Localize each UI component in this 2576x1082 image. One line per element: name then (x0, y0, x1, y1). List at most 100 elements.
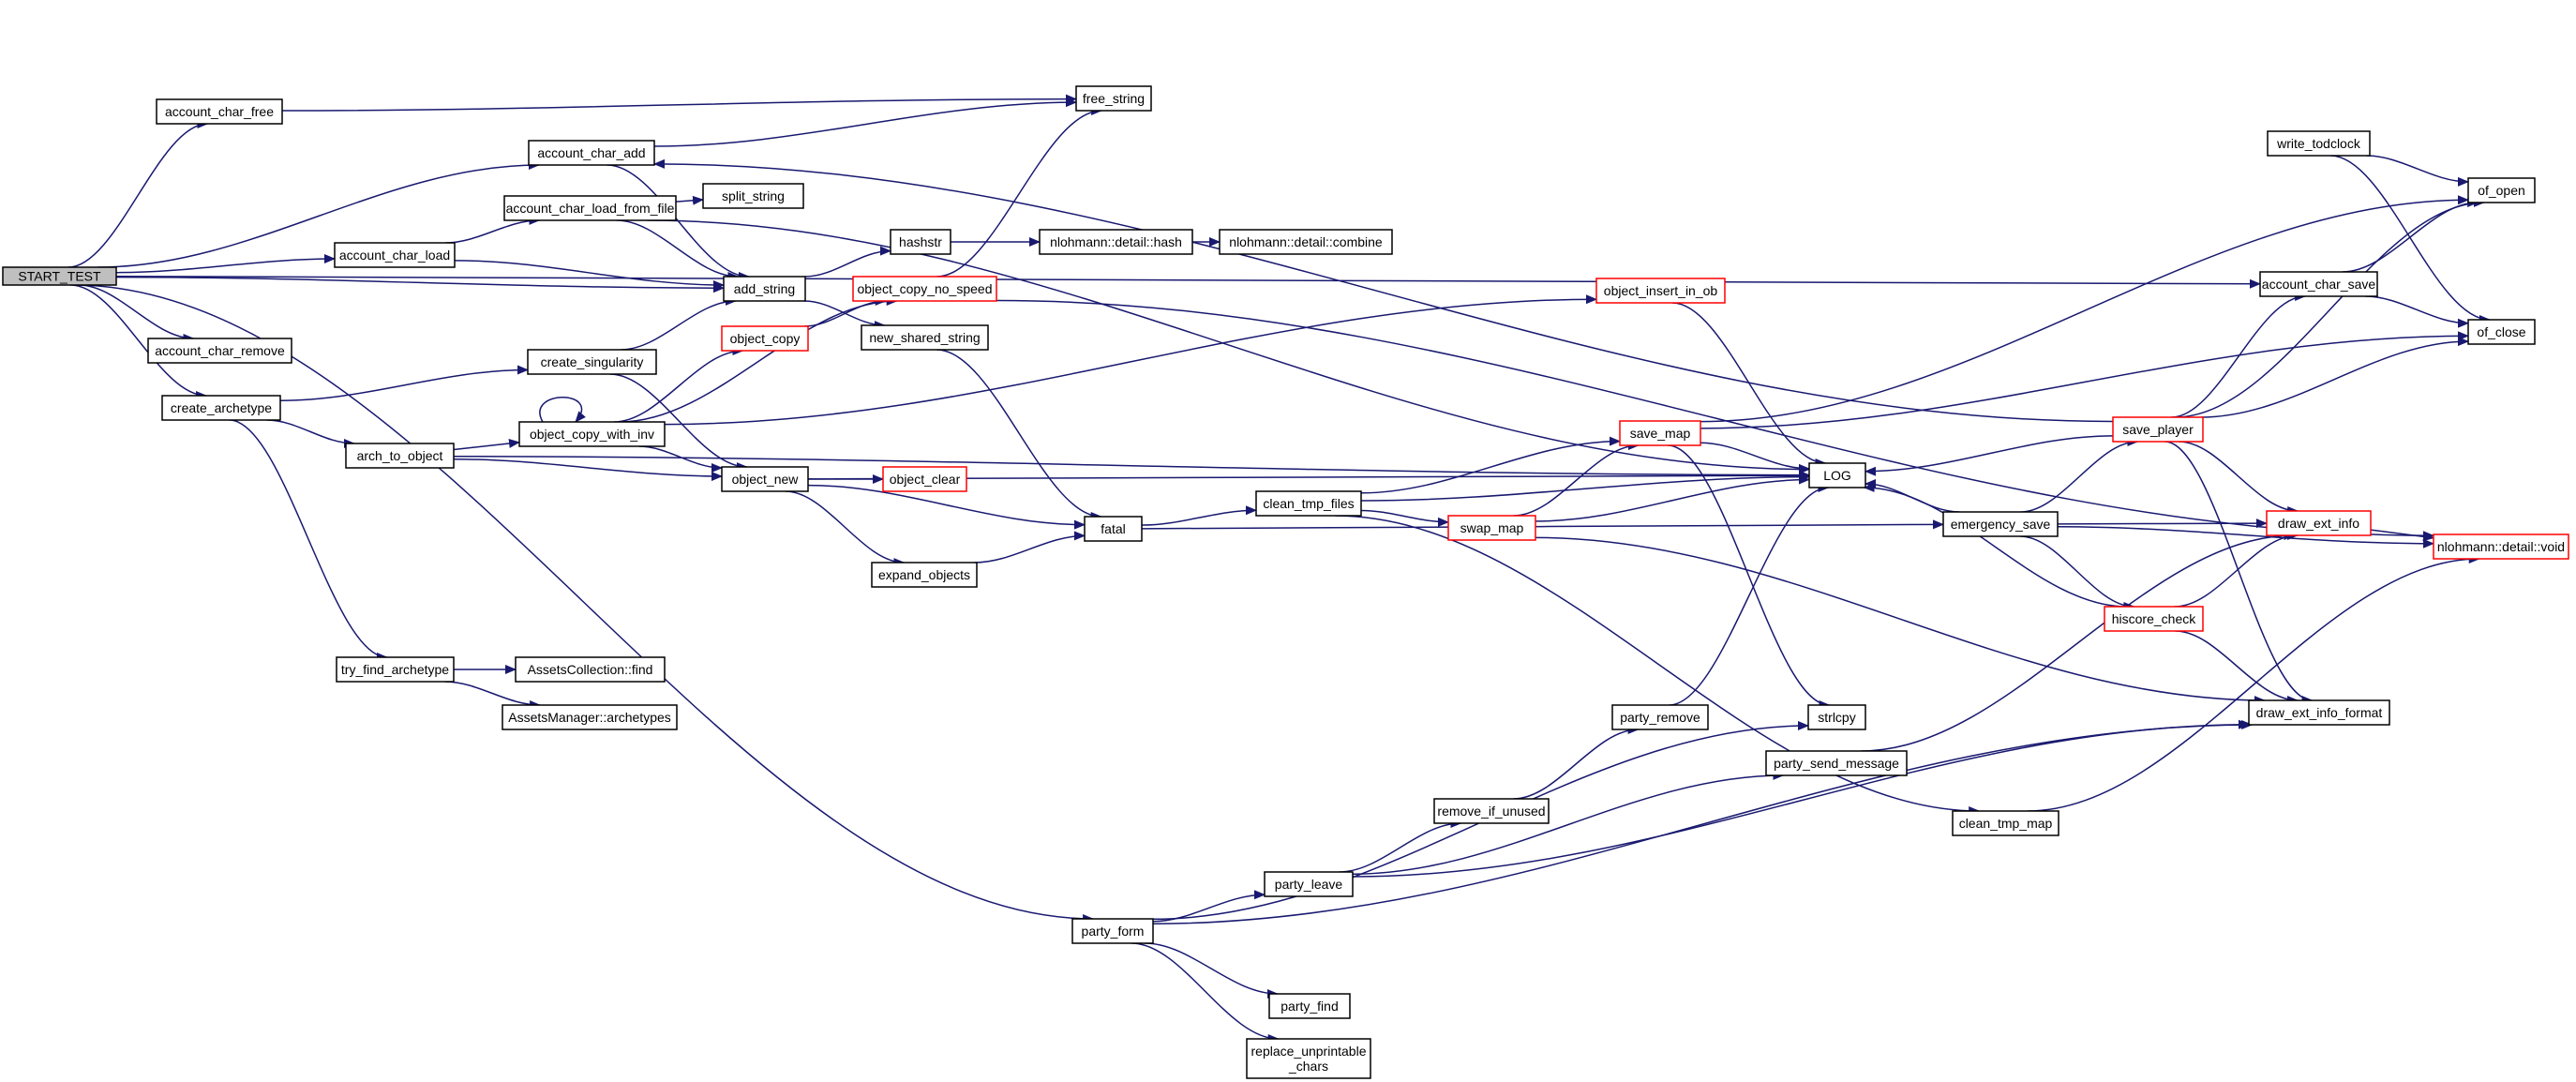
node-box[interactable] (336, 656, 455, 683)
node-box[interactable] (721, 466, 809, 492)
node-box[interactable] (1075, 85, 1152, 112)
node-box[interactable] (1942, 511, 2059, 537)
node-replace_unprintable_chars[interactable]: replace_unprintable_chars (1246, 1038, 1371, 1079)
node-free_string[interactable]: free_string (1075, 85, 1152, 112)
node-box[interactable] (1264, 871, 1354, 897)
node-box[interactable] (1039, 229, 1193, 255)
node-box[interactable] (861, 324, 989, 351)
node-new_shared_string[interactable]: new_shared_string (861, 324, 989, 351)
node-account_char_load_from_file[interactable]: account_char_load_from_file (503, 195, 677, 221)
node-box[interactable] (2112, 416, 2204, 443)
node-box[interactable] (723, 276, 806, 302)
node-box[interactable] (890, 229, 951, 255)
node-box[interactable] (1433, 798, 1550, 824)
node-box[interactable] (1595, 278, 1726, 304)
node-box[interactable] (528, 140, 655, 166)
node-account_char_remove[interactable]: account_char_remove (147, 338, 292, 364)
node-box[interactable] (2248, 699, 2390, 726)
node-LOG[interactable]: LOG (1808, 462, 1866, 488)
node-of_open[interactable]: of_open (2467, 177, 2536, 203)
node-arch_to_object[interactable]: arch_to_object (345, 443, 455, 469)
node-box[interactable] (527, 349, 657, 375)
node-clean_tmp_map[interactable]: clean_tmp_map (1952, 810, 2059, 836)
node-remove_if_unused[interactable]: remove_if_unused (1433, 798, 1550, 824)
node-box[interactable] (2259, 271, 2378, 297)
node-box[interactable] (852, 276, 997, 302)
node-box[interactable] (334, 242, 456, 268)
node-box[interactable] (2266, 510, 2372, 536)
node-expand_objects[interactable]: expand_objects (871, 562, 978, 588)
node-box[interactable] (2104, 606, 2204, 632)
node-emergency_save[interactable]: emergency_save (1942, 511, 2059, 537)
node-of_close[interactable]: of_close (2467, 319, 2536, 345)
node-box[interactable] (1808, 462, 1866, 488)
node-add_string[interactable]: add_string (723, 276, 806, 302)
node-box[interactable] (1268, 993, 1351, 1019)
node-party_find[interactable]: party_find (1268, 993, 1351, 1019)
node-box[interactable] (1071, 918, 1154, 944)
node-try_find_archetype[interactable]: try_find_archetype (336, 656, 455, 683)
node-save_map[interactable]: save_map (1619, 420, 1701, 446)
node-save_player[interactable]: save_player (2112, 416, 2204, 443)
node-box[interactable] (156, 98, 283, 125)
node-box[interactable] (345, 443, 455, 469)
node-hashstr[interactable]: hashstr (890, 229, 951, 255)
node-box[interactable] (147, 338, 292, 364)
node-box[interactable] (1611, 704, 1709, 730)
node-nlohmann_hash[interactable]: nlohmann::detail::hash (1039, 229, 1193, 255)
node-create_singularity[interactable]: create_singularity (527, 349, 657, 375)
node-box[interactable] (2433, 533, 2569, 560)
node-party_leave[interactable]: party_leave (1264, 871, 1354, 897)
node-object_insert_in_ob[interactable]: object_insert_in_ob (1595, 278, 1726, 304)
node-box[interactable] (2267, 130, 2371, 157)
node-clean_tmp_files[interactable]: clean_tmp_files (1255, 490, 1362, 517)
node-object_clear[interactable]: object_clear (882, 466, 967, 492)
node-box[interactable] (871, 562, 978, 588)
node-box[interactable] (882, 466, 967, 492)
node-party_send_message[interactable]: party_send_message (1765, 750, 1908, 776)
node-box[interactable] (2467, 319, 2536, 345)
node-box[interactable] (1246, 1038, 1371, 1079)
node-object_new[interactable]: object_new (721, 466, 809, 492)
node-object_copy_no_speed[interactable]: object_copy_no_speed (852, 276, 997, 302)
node-party_remove[interactable]: party_remove (1611, 704, 1709, 730)
node-box[interactable] (502, 704, 678, 730)
node-box[interactable] (1952, 810, 2059, 836)
node-strlcpy[interactable]: strlcpy (1807, 704, 1866, 730)
node-box[interactable] (515, 656, 666, 683)
node-box[interactable] (1219, 229, 1393, 255)
node-box[interactable] (1447, 515, 1536, 541)
node-nlohmann_combine[interactable]: nlohmann::detail::combine (1219, 229, 1393, 255)
node-account_char_load[interactable]: account_char_load (334, 242, 456, 268)
node-box[interactable] (2, 266, 117, 286)
node-box[interactable] (503, 195, 677, 221)
node-account_char_free[interactable]: account_char_free (156, 98, 283, 125)
node-account_char_add[interactable]: account_char_add (528, 140, 655, 166)
node-swap_map[interactable]: swap_map (1447, 515, 1536, 541)
node-write_todclock[interactable]: write_todclock (2267, 130, 2371, 157)
node-box[interactable] (1765, 750, 1908, 776)
node-box[interactable] (1084, 516, 1143, 542)
node-fatal[interactable]: fatal (1084, 516, 1143, 542)
node-account_char_save[interactable]: account_char_save (2259, 271, 2378, 297)
node-box[interactable] (721, 325, 809, 352)
node-box[interactable] (1807, 704, 1866, 730)
node-box[interactable] (702, 183, 804, 209)
node-draw_ext_info[interactable]: draw_ext_info (2266, 510, 2372, 536)
node-split_string[interactable]: split_string (702, 183, 804, 209)
node-START_TEST[interactable]: START_TEST (2, 266, 117, 286)
node-box[interactable] (518, 421, 666, 447)
node-nlohmann_void[interactable]: nlohmann::detail::void (2433, 533, 2569, 560)
node-box[interactable] (161, 395, 281, 421)
node-create_archetype[interactable]: create_archetype (161, 395, 281, 421)
node-hiscore_check[interactable]: hiscore_check (2104, 606, 2204, 632)
node-object_copy_with_inv[interactable]: object_copy_with_inv (518, 421, 666, 447)
node-box[interactable] (1255, 490, 1362, 517)
node-party_form[interactable]: party_form (1071, 918, 1154, 944)
node-box[interactable] (1619, 420, 1701, 446)
node-AssetsManager_archetypes[interactable]: AssetsManager::archetypes (502, 704, 678, 730)
node-object_copy[interactable]: object_copy (721, 325, 809, 352)
node-AssetsCollection_find[interactable]: AssetsCollection::find (515, 656, 666, 683)
node-draw_ext_info_format[interactable]: draw_ext_info_format (2248, 699, 2390, 726)
node-box[interactable] (2467, 177, 2536, 203)
